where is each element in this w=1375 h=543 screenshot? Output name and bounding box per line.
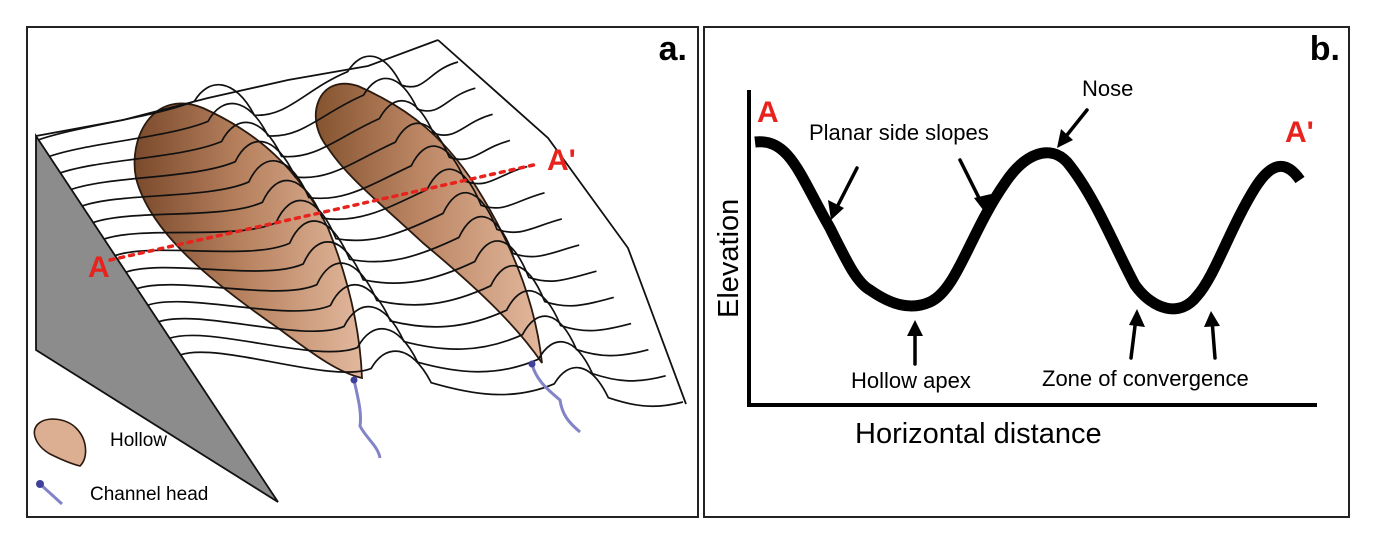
panel-a-block-diagram: a. A A' Hollow Channel head (26, 26, 699, 518)
channel-left-head (350, 376, 358, 384)
zone-of-convergence-label: Zone of convergence (1042, 366, 1249, 391)
block-outline-right (437, 39, 687, 405)
arrowhead-nose (1057, 129, 1073, 148)
channel-head-legend-icon (36, 480, 44, 488)
contour-line (125, 240, 597, 285)
channel-right-head (528, 360, 536, 368)
arrow-planar-left (833, 166, 859, 213)
panel-a-letter: a. (658, 30, 687, 68)
profile-start-label: A (757, 96, 779, 129)
hollow-apex-label: Hollow apex (851, 368, 971, 393)
arrowhead-planar-right (974, 194, 991, 215)
channel-head-legend-line (38, 482, 64, 506)
legend-channel-head-label: Channel head (90, 484, 209, 505)
contour-line (114, 215, 580, 263)
section-start-label: A (88, 251, 110, 284)
arrowhead-convergence-right (1204, 311, 1220, 327)
y-axis-label: Elevation (713, 198, 745, 318)
panel-b-cross-section: b. A A' Planar side slopes Nose Hollow a… (703, 26, 1350, 518)
elevation-profile (754, 136, 1305, 315)
cliff-face (35, 133, 279, 503)
nose-label: Nose (1082, 76, 1134, 101)
panel-b-letter: b. (1309, 30, 1340, 68)
cross-section-profile (747, 90, 1317, 407)
contour-line (146, 283, 632, 332)
section-end-label: A' (547, 144, 576, 177)
arrowhead-hollow-apex (907, 320, 923, 336)
arrowhead-planar-left (828, 200, 844, 220)
channel-right (530, 363, 581, 434)
contour-line (179, 350, 684, 408)
contour-line (135, 262, 614, 307)
block-outline (35, 39, 439, 137)
hillslope-block-diagram (33, 39, 687, 506)
x-axis-label: Horizontal distance (855, 418, 1102, 450)
contour-line (92, 168, 545, 224)
arrowhead-convergence-left (1129, 309, 1145, 327)
contour-line (70, 122, 511, 191)
contour-line (59, 100, 493, 174)
hollow-legend-icon (33, 418, 87, 467)
legend-hollow-label: Hollow (110, 430, 168, 451)
section-line (108, 162, 540, 262)
planar-side-slopes-label: Planar side slopes (809, 120, 989, 145)
channel-left (352, 379, 382, 459)
profile-end-label: A' (1285, 116, 1314, 149)
